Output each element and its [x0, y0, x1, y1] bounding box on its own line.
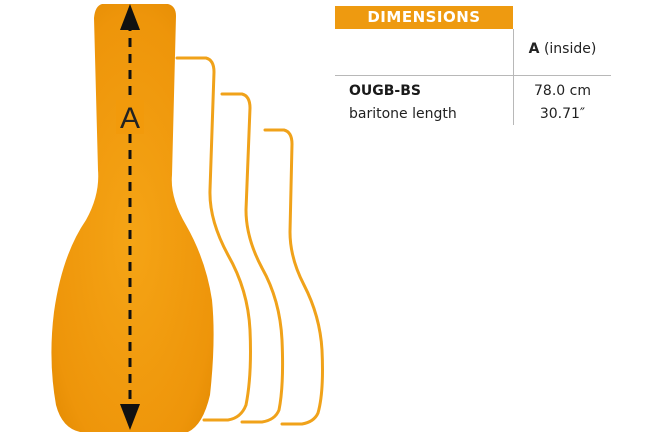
column-letter: A — [528, 41, 540, 57]
arrow-head-top-icon — [120, 4, 140, 30]
arrow-head-bottom-icon — [120, 404, 140, 430]
outline-silhouette-3 — [263, 128, 324, 426]
dimensions-table: DIMENSIONS A (inside) OUGB-BS baritone l… — [335, 6, 611, 125]
table-divider-horizontal — [335, 75, 611, 76]
model-subtitle: baritone length — [349, 106, 457, 122]
outline-silhouette-2 — [220, 92, 285, 424]
gig-bag-silhouette — [51, 4, 214, 432]
dimensions-header: DIMENSIONS — [335, 6, 513, 29]
column-header-a: A (inside) — [514, 41, 611, 57]
value-cm: 78.0 cm — [534, 83, 591, 99]
column-note: (inside) — [543, 41, 597, 57]
model-name: OUGB-BS — [349, 83, 421, 99]
dimensions-grid: A (inside) OUGB-BS baritone length 78.0 … — [335, 29, 611, 125]
table-divider-vertical — [513, 29, 514, 125]
outline-silhouette-1 — [175, 56, 252, 422]
dimension-arrow-a: A — [116, 4, 144, 430]
dimension-label-a: A — [120, 102, 140, 135]
value-inches: 30.71″ — [539, 106, 586, 122]
